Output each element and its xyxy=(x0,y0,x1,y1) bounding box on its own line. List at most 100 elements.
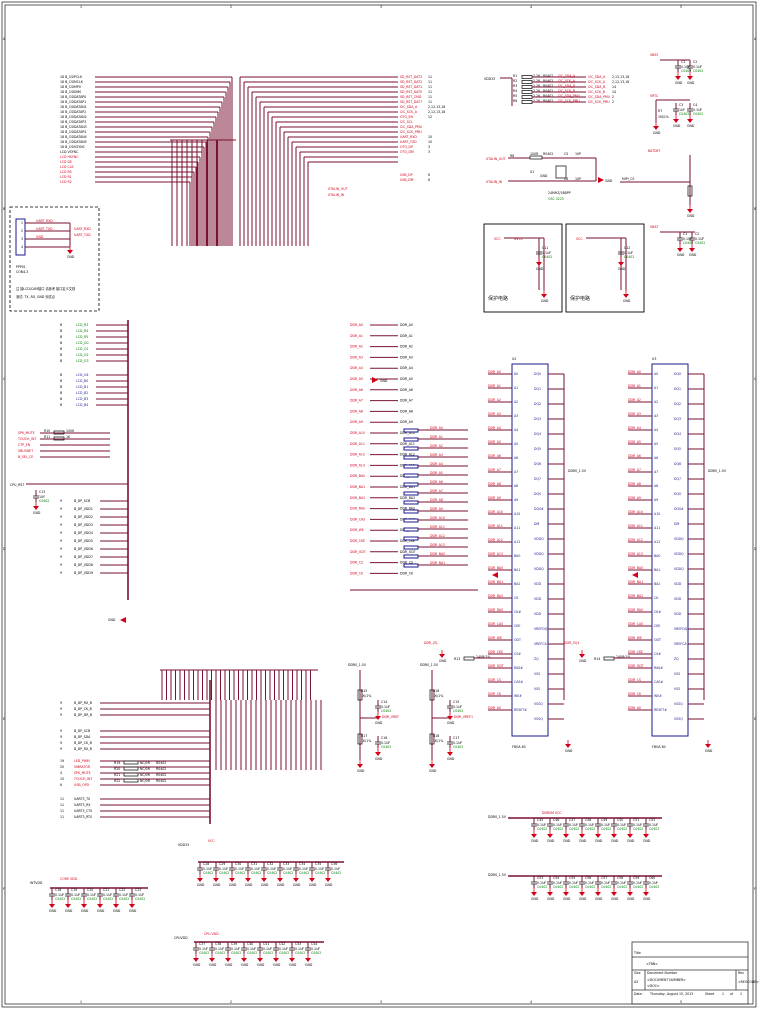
ground-label: GND xyxy=(689,253,697,257)
bottom-net-label: UART3_RX xyxy=(74,803,91,807)
bottom-net-ref: 9 xyxy=(60,741,62,745)
net-label-top-left: 18 B_CSIDATAP2 xyxy=(60,110,86,114)
border-row-mark-right: F xyxy=(754,887,756,891)
ddr-chip-net-left: DDR_BA2 xyxy=(628,594,643,598)
cap-ground: GND xyxy=(229,874,237,887)
series-resistor xyxy=(403,455,419,460)
cap-ground: GND xyxy=(579,888,587,901)
net-label-top-left: 18 B_CSIPCLK xyxy=(60,75,83,79)
cap-ref: C23 xyxy=(135,888,141,892)
zq-resistor xyxy=(603,656,615,661)
ground-arrow xyxy=(563,834,569,838)
ddr-chip-pin-label-right: DQ3 xyxy=(674,417,681,421)
page-ref-b: B xyxy=(60,359,62,363)
net-page-ref: 11 xyxy=(428,80,432,84)
i2c-res-value: 2.2K xyxy=(533,74,541,78)
ddr-net-mid: DDR_A9 xyxy=(400,420,413,424)
page-ref-b: B xyxy=(60,353,62,357)
xtal-resistor xyxy=(529,155,543,160)
ddr-net-left: DDR_CK xyxy=(350,571,364,575)
ddr-net-mid: DDR_A3 xyxy=(400,355,413,359)
ground-arrow xyxy=(293,878,299,882)
ddr-net-left: DDR_A12 xyxy=(350,453,365,457)
ddr-chip-pin-label-right: DQ5 xyxy=(534,447,541,451)
ground-arrow xyxy=(643,834,649,838)
ddr-chip-part: FBGA 80 xyxy=(512,745,526,749)
lcd-net-label: LCD_B2 xyxy=(76,391,88,395)
ddr-net-left: DDR_A3 xyxy=(350,355,363,359)
tp-net-label: B_DP_VDD9 xyxy=(74,571,93,575)
ground-label: GND xyxy=(563,839,571,843)
ddr-chip-pin-label-left: CKE xyxy=(514,624,520,628)
net-label-top-left: 18 B_CSIMP0 xyxy=(60,85,81,89)
vref-r1-value: 1K/1% xyxy=(361,694,371,698)
ddr-net-mid: DDR_A7 xyxy=(400,399,413,403)
connector-pin-number: 3 xyxy=(21,237,23,241)
ddr-net-mid: DDR_BA1 xyxy=(400,485,415,489)
series-res-net: DDR_A1 xyxy=(430,435,443,439)
bottom-net-ref: 11 xyxy=(60,803,64,807)
i2c-res-ref: R3 xyxy=(513,84,517,88)
ddr-net-mid: DDR_A12 xyxy=(400,453,415,457)
ground-arrow xyxy=(429,764,435,768)
net-page-ref: 6 xyxy=(428,178,430,182)
cap-ground: GND xyxy=(33,502,41,515)
border-row-mark-right: E xyxy=(754,717,756,721)
cap-ref: C28 xyxy=(203,862,209,866)
ddr-chip-net-left: DDR_A13 xyxy=(628,552,643,556)
vref-ground: GND xyxy=(357,760,365,773)
net-label-top-left: 18 B_CSIDATAN1 xyxy=(60,105,87,109)
cap-ref: C51 xyxy=(633,818,639,822)
connector-out-rx: UART_RXD xyxy=(74,227,91,231)
i2c-net-inline: I2C_SDA_A xyxy=(558,74,576,78)
decoupling-label: CORE VDD xyxy=(60,877,78,881)
cap-ref: C3 xyxy=(679,103,683,107)
ddr-chip-pin-label-right: VDDQ xyxy=(674,537,684,541)
net-label-top-left: LCD HSYNC xyxy=(60,155,79,159)
bottom-net-label: B_DP_DR_B xyxy=(74,713,92,717)
cap-ground: GND xyxy=(293,874,301,887)
ground-arrow xyxy=(97,904,103,908)
ground-label: GND xyxy=(611,839,619,843)
cap-ground: GND xyxy=(643,888,651,901)
cap-ref: C35 xyxy=(315,862,321,866)
rtc-ground: GND xyxy=(653,122,661,135)
border-col-mark-top: 3 xyxy=(380,5,382,9)
ground-arrow xyxy=(531,892,537,896)
ddr-net-mid: DDR_BA2 xyxy=(400,496,415,500)
ground-arrow xyxy=(129,904,135,908)
ddr-chip-net-left: DDR_A0 xyxy=(488,706,501,710)
cap-ground: GND xyxy=(289,954,297,967)
ground-label: GND xyxy=(579,897,587,901)
border-row-mark-right: D xyxy=(754,547,757,551)
ground-arrow xyxy=(579,654,585,658)
ddr-chip-pin-label-left: CK xyxy=(654,596,659,600)
border-col-mark-top: 1 xyxy=(80,5,82,9)
xtal-cap2-ref: C6 xyxy=(564,177,568,181)
cap-ground: GND xyxy=(579,830,587,843)
ddr-chip-pin-label-left: A12 xyxy=(514,540,520,544)
batdet-note: MIPI_CS xyxy=(622,177,634,181)
ddr-chip-pin-label-left: BA0 xyxy=(654,554,660,558)
connector-note-1: 注 接LCD/CAM接口 请参考 接口定义文档 xyxy=(16,286,75,291)
cap-value: 0.1UF xyxy=(251,867,260,871)
ddr-chip-net-left: DDR_CK xyxy=(488,692,502,696)
i2c-res-value: 2.2K xyxy=(533,94,541,98)
svg-text:Title: Title xyxy=(633,951,641,955)
ground-label: GND xyxy=(309,883,317,887)
cap-ground: GND xyxy=(618,258,626,271)
ddr-chip-pin-label-right: DQ2 xyxy=(534,402,541,406)
ddr-chip-net-left: DDR_A0 xyxy=(628,706,641,710)
title-sheet: 1 xyxy=(722,992,724,996)
i2c-net-ref: 14 xyxy=(612,85,616,89)
lcd-net-label: LCD_G4 xyxy=(76,373,89,377)
ddr-chip-pin-label-right: DM xyxy=(534,522,539,526)
xtal-res-ref: R8 xyxy=(510,154,514,158)
tp-page-ref: 9 xyxy=(60,571,62,575)
